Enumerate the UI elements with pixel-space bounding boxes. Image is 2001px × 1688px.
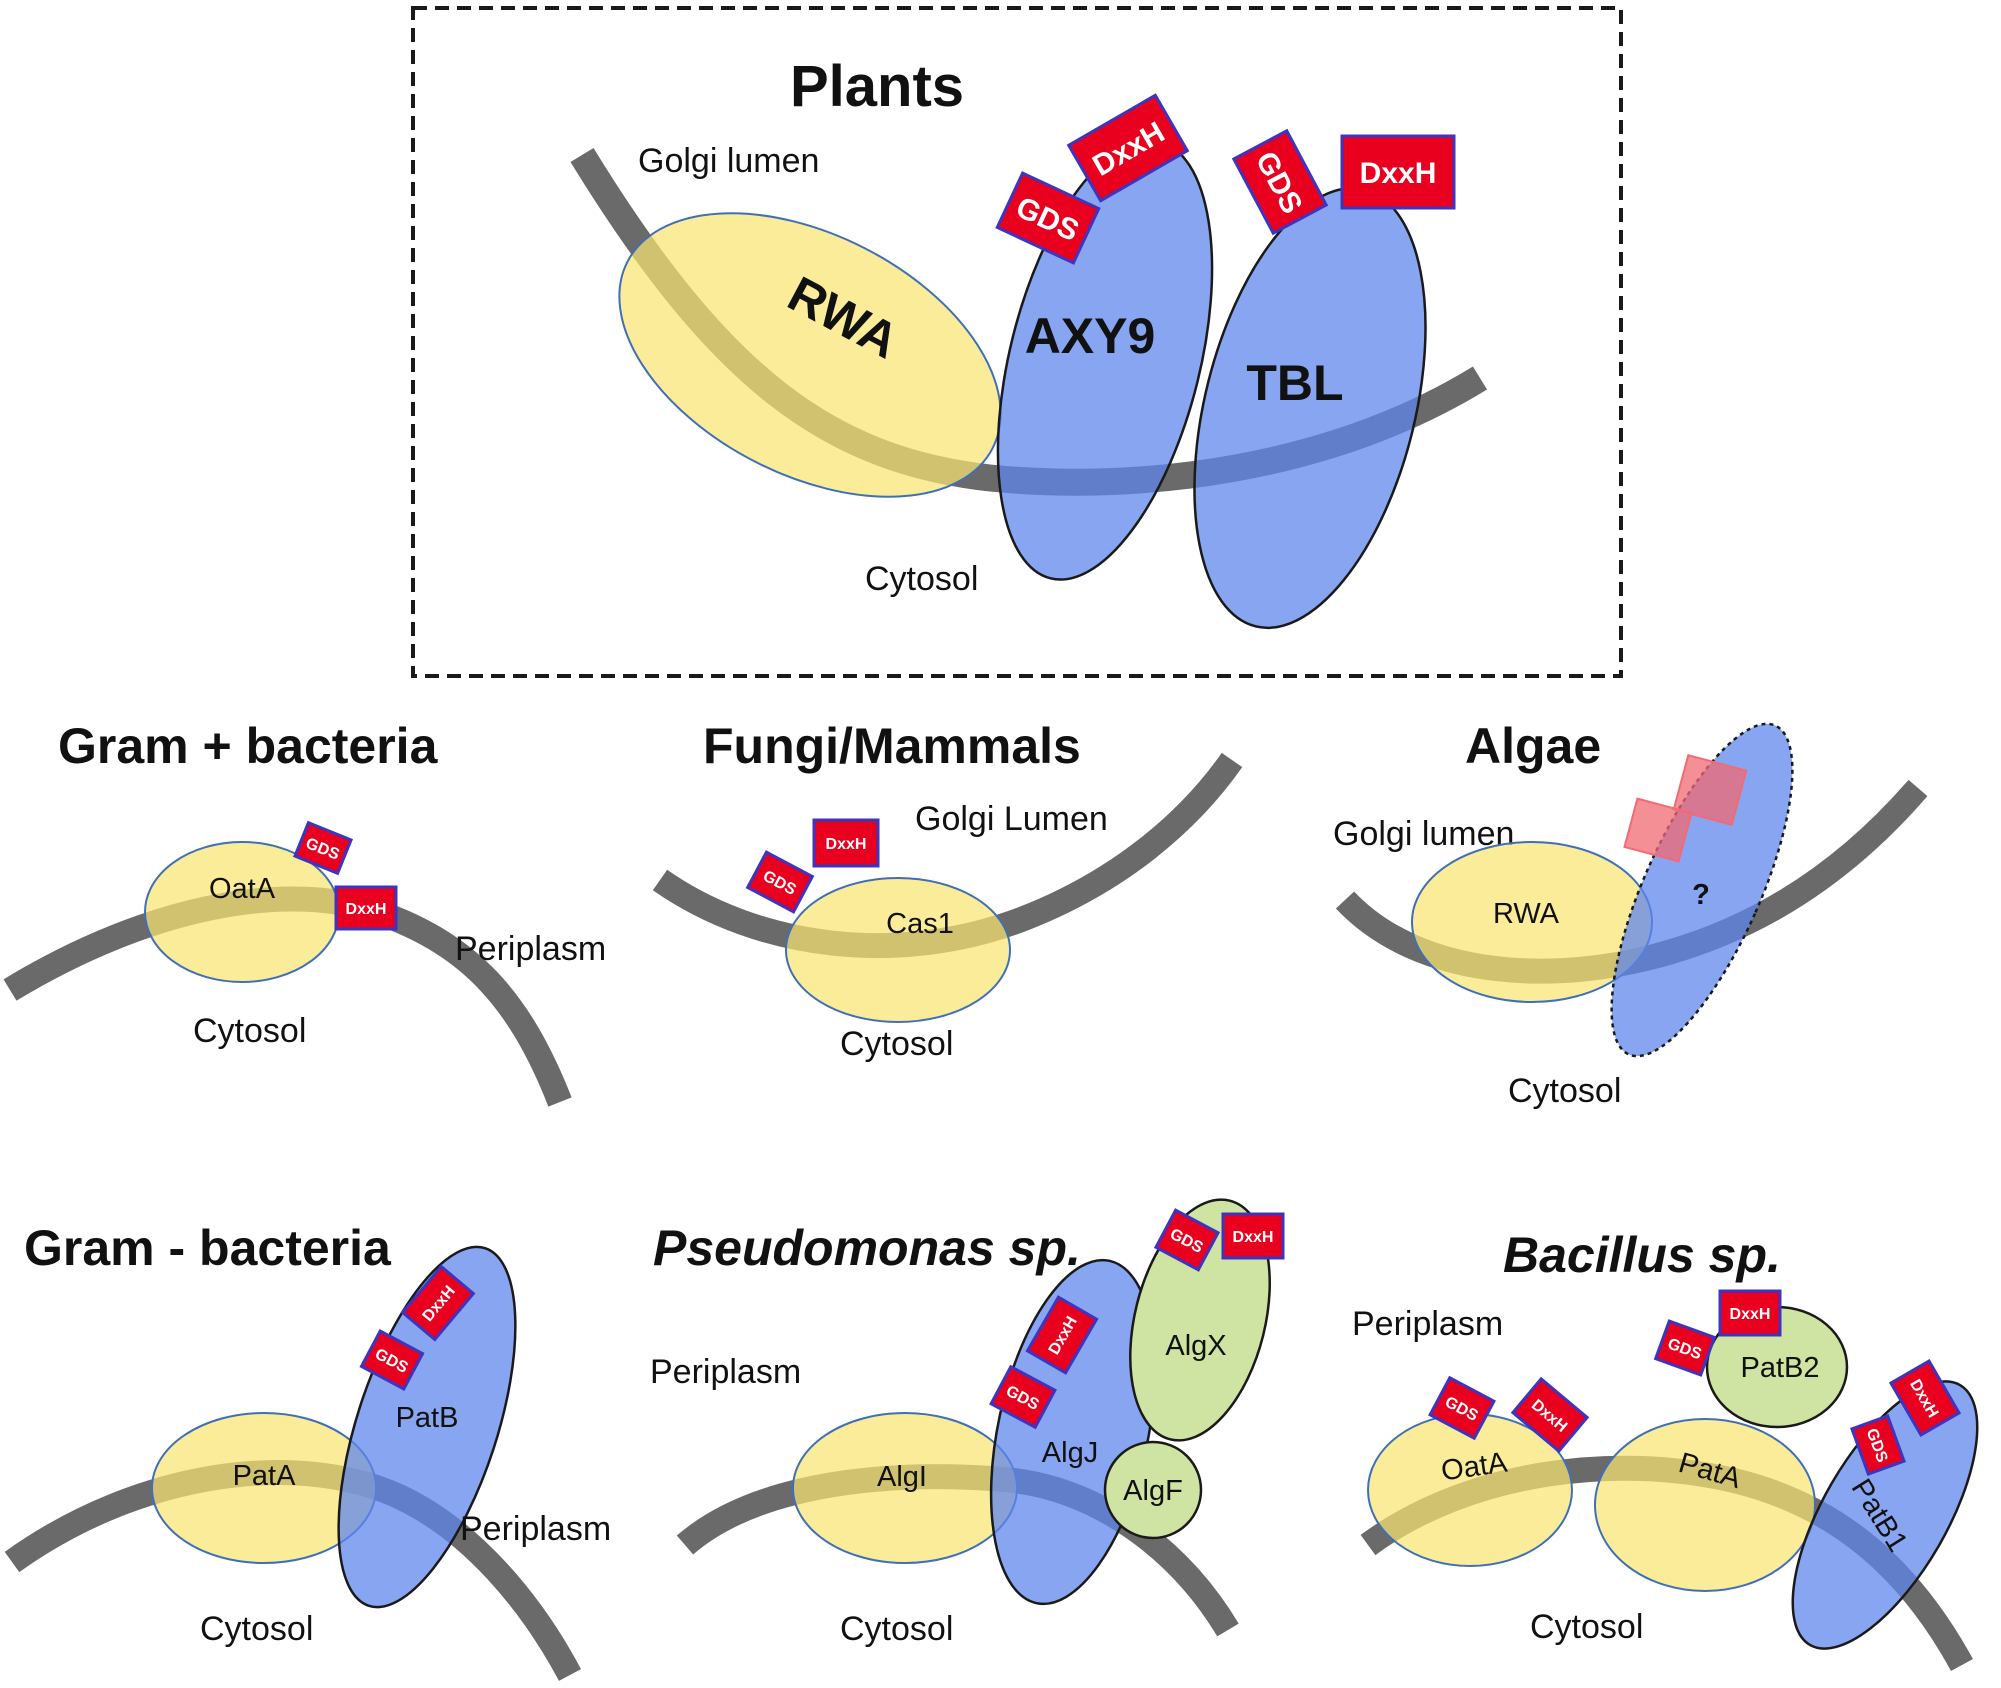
algae-golgi-lumen-label: Golgi lumen <box>1333 815 1514 853</box>
oata-gds-motif: GDS <box>292 820 354 876</box>
patb1-protein <box>1791 1380 1979 1650</box>
plants-title: Plants <box>790 54 964 119</box>
rwa-protein <box>618 212 1002 498</box>
axy9-gds-motif: GDS <box>995 171 1101 265</box>
bacillus-cytosol-label: Cytosol <box>1530 1608 1643 1646</box>
algae-panel: Algae Golgi lumen RWA ? Cytosol <box>1333 718 1928 1110</box>
gram-negative-pata-label: PatA <box>233 1460 297 1492</box>
algx-gds-motif: GDS <box>1153 1208 1221 1272</box>
algj-dxxh-motif: DxxH <box>1025 1295 1099 1375</box>
patb2-gds-motif: GDS <box>1653 1319 1717 1377</box>
gram-positive-panel: Gram + bacteria OatA GDS DxxH Periplasm … <box>3 718 606 1107</box>
patb2-dxxh-motif: DxxH <box>1718 1289 1782 1337</box>
cas1-protein <box>785 877 1011 1023</box>
tbl-label: TBL <box>1246 355 1343 411</box>
pseudomonas-panel: Pseudomonas sp. Periplasm AlgI AlgJ AlgX… <box>650 1198 1285 1648</box>
cas1-gds-motif: GDS <box>745 850 815 914</box>
cas1-dxxh-motif: DxxH <box>812 818 880 868</box>
fungi-mammals-title: Fungi/Mammals <box>703 718 1081 774</box>
tbl-dxxh-motif: DxxH <box>1340 134 1456 210</box>
bacillus-panel: Bacillus sp. Periplasm OatA PatA PatB1 P… <box>1352 1227 1979 1672</box>
algae-cytosol-label: Cytosol <box>1508 1072 1621 1110</box>
gram-negative-periplasm-label: Periplasm <box>460 1510 611 1548</box>
algae-title: Algae <box>1465 718 1601 774</box>
svg-text:DxxH: DxxH <box>1730 1306 1771 1323</box>
svg-text:DxxH: DxxH <box>346 901 387 918</box>
gram-negative-panel: Gram - bacteria PatA PatB GDS DxxH Perip… <box>4 1220 611 1681</box>
svg-text:DxxH: DxxH <box>1360 157 1437 190</box>
algae-unknown-label: ? <box>1692 879 1710 911</box>
algf-protein <box>1103 1440 1203 1540</box>
plants-dashed-frame <box>411 6 1623 678</box>
algi-label: AlgI <box>877 1461 927 1493</box>
patb-gds-motif: GDS <box>359 1329 425 1391</box>
pseudomonas-periplasm-label: Periplasm <box>650 1353 801 1391</box>
bacillus-periplasm-label: Periplasm <box>1352 1305 1503 1343</box>
patb-label: PatB <box>396 1402 459 1434</box>
algae-unknown-acetyltransferase <box>1610 722 1794 1058</box>
algj-label: AlgJ <box>1042 1437 1098 1469</box>
algf-label: AlgF <box>1123 1475 1183 1507</box>
plants-golgi-lumen-label: Golgi lumen <box>638 142 819 180</box>
plants-panel: Plants Golgi lumen Cytosol RWA AXY9 TBL … <box>411 6 1623 678</box>
bacillus-title: Bacillus sp. <box>1503 1227 1781 1283</box>
fungi-membrane <box>652 752 1243 959</box>
cas1-label: Cas1 <box>886 908 954 940</box>
gram-negative-title: Gram - bacteria <box>24 1220 392 1276</box>
oata-label: OatA <box>209 873 276 905</box>
oata-dxxh-motif: DxxH <box>334 885 398 931</box>
oata-b-dxxh-motif: DxxH <box>1510 1376 1590 1454</box>
patb2-label: PatB2 <box>1741 1352 1820 1384</box>
algae-putative-motif-1 <box>1623 797 1693 863</box>
algae-putative-motif-2 <box>1672 753 1748 827</box>
patb1-gds-motif: GDS <box>1850 1414 1906 1476</box>
pseudomonas-cytosol-label: Cytosol <box>840 1610 953 1648</box>
pseudomonas-title: Pseudomonas sp. <box>653 1220 1081 1276</box>
gram-negative-cytosol-label: Cytosol <box>200 1610 313 1648</box>
svg-text:DxxH: DxxH <box>826 836 867 853</box>
patb-protein <box>337 1245 517 1609</box>
gram-positive-title: Gram + bacteria <box>58 718 439 774</box>
patb-dxxh-motif: DxxH <box>400 1264 476 1342</box>
algx-dxxh-motif: DxxH <box>1221 1212 1285 1260</box>
gram-positive-periplasm-label: Periplasm <box>455 930 606 968</box>
plants-cytosol-label: Cytosol <box>865 560 978 598</box>
svg-text:DxxH: DxxH <box>1233 1229 1274 1246</box>
algae-rwa-label: RWA <box>1493 898 1560 930</box>
fungi-golgi-lumen-label: Golgi Lumen <box>915 800 1108 838</box>
algx-protein <box>1129 1198 1271 1442</box>
gram-positive-cytosol-label: Cytosol <box>193 1012 306 1050</box>
bacillus-pata-protein <box>1594 1418 1816 1592</box>
tbl-gds-motif: GDS <box>1231 128 1329 236</box>
axy9-label: AXY9 <box>1025 308 1156 364</box>
fungi-cytosol-label: Cytosol <box>840 1025 953 1063</box>
patb1-dxxh-motif: DxxH <box>1888 1358 1962 1438</box>
fungi-mammals-panel: Fungi/Mammals Cas1 GDS DxxH Golgi Lumen … <box>652 718 1243 1063</box>
algx-label: AlgX <box>1165 1330 1226 1362</box>
algj-gds-motif: GDS <box>989 1364 1057 1430</box>
oata-b-gds-motif: GDS <box>1428 1375 1496 1441</box>
